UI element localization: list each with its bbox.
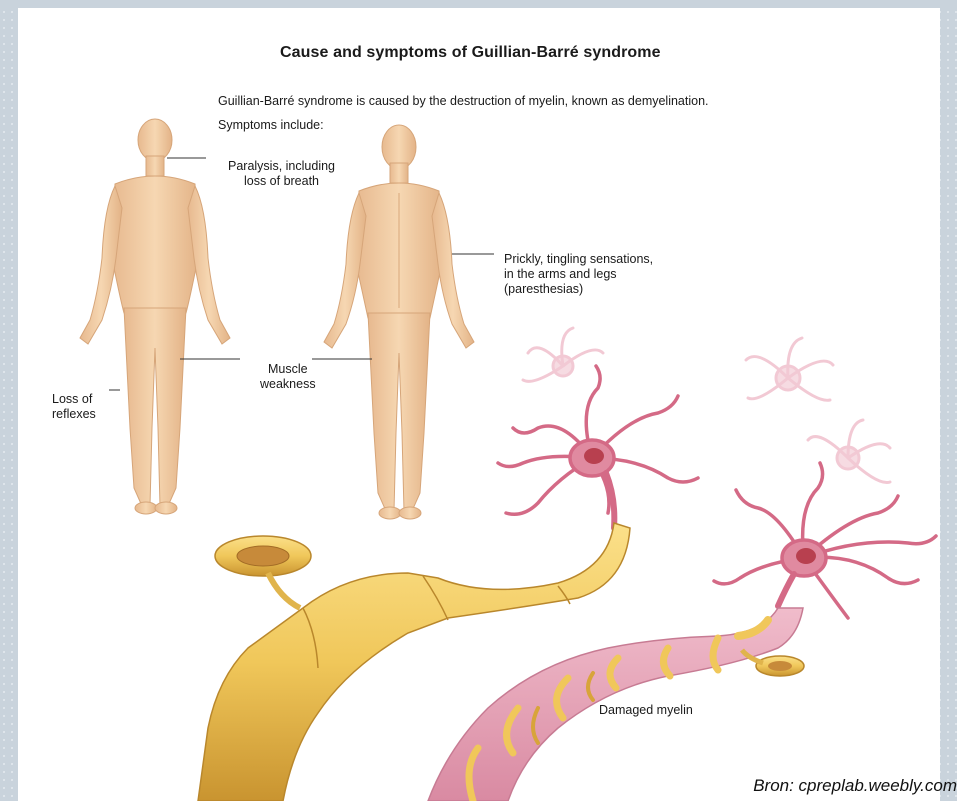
symptoms-heading: Symptoms include: [218, 118, 324, 133]
anatomy-illustration [18, 8, 940, 801]
neuron-upper [498, 366, 698, 528]
slide-canvas: Cause and symptoms of Guillian-Barré syn… [18, 8, 940, 801]
label-damaged-myelin: Damaged myelin [599, 703, 693, 718]
label-paresthesia: Prickly, tingling sensations, in the arm… [504, 252, 653, 297]
label-muscle-weakness: Muscle weakness [260, 362, 316, 392]
front-body-figure [80, 119, 230, 514]
label-paralysis: Paralysis, including loss of breath [228, 159, 335, 189]
back-body-figure [324, 125, 474, 519]
source-credit: Bron: cpreplab.weebly.com [753, 776, 957, 796]
figure-title: Cause and symptoms of Guillian-Barré syn… [280, 45, 661, 60]
neuron-lower [714, 463, 936, 618]
label-loss-of-reflexes: Loss of reflexes [52, 392, 96, 422]
intro-text: Guillian-Barré syndrome is caused by the… [218, 94, 709, 109]
slide-top-border [0, 0, 957, 8]
